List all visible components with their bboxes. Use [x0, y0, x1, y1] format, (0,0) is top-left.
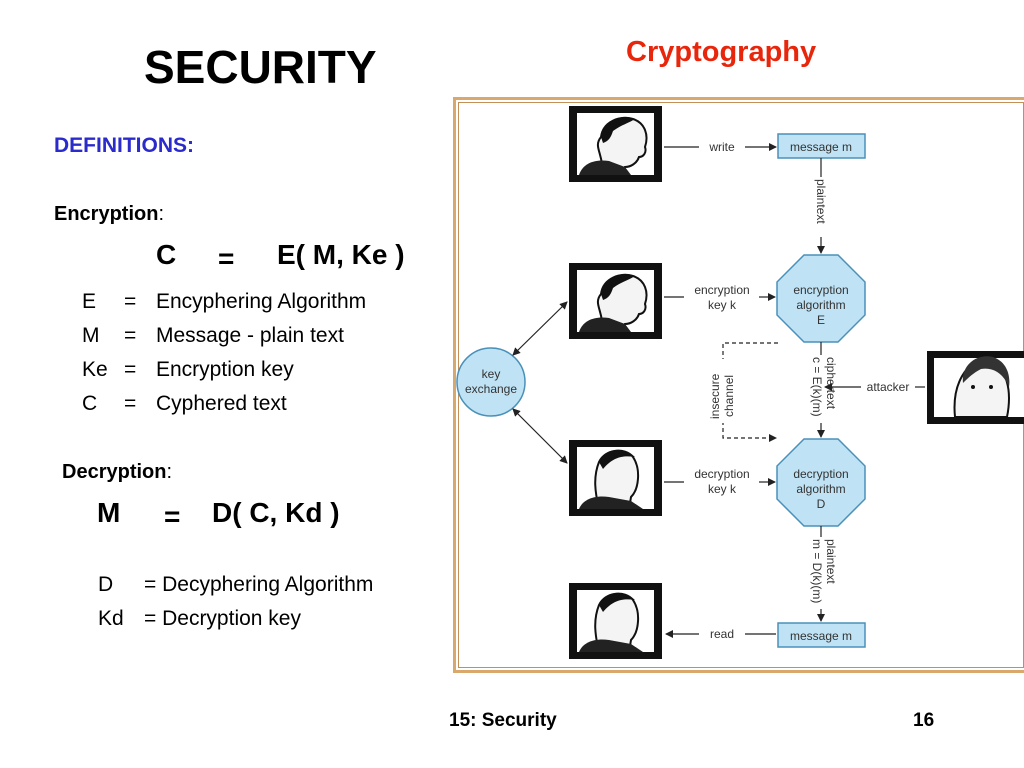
decryption-algorithm-node [776, 438, 866, 527]
decryption-term-row: Kd = Decryption key [98, 602, 373, 636]
term-symbol: D [98, 573, 114, 596]
insecure-channel-line2: channel [722, 375, 736, 417]
decryption-formula-equals: = [164, 501, 181, 532]
encryption-formula-lhs: C [156, 239, 177, 270]
encryption-user-portrait [569, 263, 662, 339]
plaintext-top-label: plaintext [814, 179, 828, 224]
key-exchange-arrow-encrypt [512, 301, 568, 356]
term-symbol: Kd [98, 607, 124, 630]
encryption-formula-equals: = [218, 243, 235, 274]
decryption-label: Decryption [62, 461, 167, 483]
message-box-top-label: message m [790, 140, 852, 154]
encryption-heading: Encryption: [54, 203, 164, 226]
term-symbol: C [82, 392, 98, 415]
encryption-key-line1: encryption [694, 283, 749, 297]
attacker-portrait [927, 351, 1024, 424]
term-description: Encryption key [156, 358, 294, 381]
sender-portrait [569, 106, 662, 182]
decryption-key-line1: decryption [694, 467, 749, 481]
decryption-terms: D = Decyphering Algorithm Kd = Decryptio… [98, 568, 373, 636]
cryptography-diagram: message m message m encryption algorithm… [456, 106, 1024, 659]
term-symbol: M [82, 324, 100, 347]
term-equals: = [124, 358, 137, 381]
ciphertext-line2: c = E(k)(m) [810, 357, 824, 417]
term-description: Message - plain text [156, 324, 344, 347]
message-box-bottom [777, 622, 866, 648]
encryption-algorithm-node [776, 254, 866, 343]
decryption-formula-lhs: M [97, 497, 121, 528]
decryption-term-row: D = Decyphering Algorithm [98, 568, 373, 602]
encryption-key-line2: key k [708, 298, 737, 312]
term-description: = Decyphering Algorithm [144, 573, 374, 596]
term-equals: = [124, 290, 137, 313]
decryption-algorithm-line2: algorithm [796, 482, 845, 496]
read-label: read [710, 627, 734, 641]
decryption-algorithm-line3: D [817, 497, 826, 511]
decryption-key-line2: key k [708, 482, 737, 496]
plaintext-bottom-line2: m = D(k)(m) [810, 539, 824, 603]
encryption-algorithm-line2: algorithm [796, 298, 845, 312]
definitions-heading: DEFINITIONS: [54, 134, 194, 157]
insecure-channel-line1: insecure [708, 373, 722, 419]
footer-chapter: 15: Security [449, 710, 557, 731]
term-description: Cyphered text [156, 392, 287, 415]
attacker-label: attacker [867, 380, 910, 394]
encryption-term-row: Ke = Encryption key [82, 353, 366, 387]
encryption-term-row: C = Cyphered text [82, 387, 366, 421]
ciphertext-line1: ciphertext [824, 357, 838, 410]
key-exchange-node [456, 347, 526, 417]
term-symbol: E [82, 290, 97, 313]
insecure-label-bg [705, 359, 741, 423]
encryption-colon: : [158, 203, 165, 225]
receiver-portrait [569, 583, 662, 659]
key-exchange-line2: exchange [465, 382, 517, 396]
decryption-colon: : [166, 461, 173, 483]
insecure-channel-path [722, 342, 778, 442]
encryption-algorithm-line1: encryption [793, 283, 848, 297]
encryption-formula-rhs: E( M, Ke ) [277, 239, 405, 270]
encryption-term-row: E = Encyphering Algorithm [82, 285, 366, 319]
term-equals: = [124, 324, 137, 347]
decryption-algorithm-line1: decryption [793, 467, 848, 481]
encryption-terms: E = Encyphering Algorithm M = Message - … [82, 285, 366, 421]
key-exchange-line1: key [482, 367, 501, 381]
term-symbol: Ke [82, 358, 108, 381]
decryption-formula-rhs: D( C, Kd ) [212, 497, 340, 528]
term-description: Encyphering Algorithm [156, 290, 367, 313]
encryption-label: Encryption [54, 203, 159, 225]
key-exchange-arrow-decrypt [512, 408, 568, 464]
plaintext-bottom-line1: plaintext [824, 539, 838, 584]
term-equals: = [124, 392, 137, 415]
encryption-term-row: M = Message - plain text [82, 319, 366, 353]
decryption-user-portrait [569, 440, 662, 516]
encryption-algorithm-line3: E [817, 313, 825, 327]
write-label: write [708, 140, 735, 154]
footer-page-number: 16 [913, 710, 935, 731]
slide-title: SECURITY [144, 41, 377, 93]
message-box-bottom-label: message m [790, 629, 852, 643]
term-description: = Decryption key [144, 607, 301, 630]
slide-subtitle: Cryptography [626, 36, 817, 68]
decryption-heading: Decryption: [62, 461, 172, 484]
message-box-top [777, 133, 866, 159]
